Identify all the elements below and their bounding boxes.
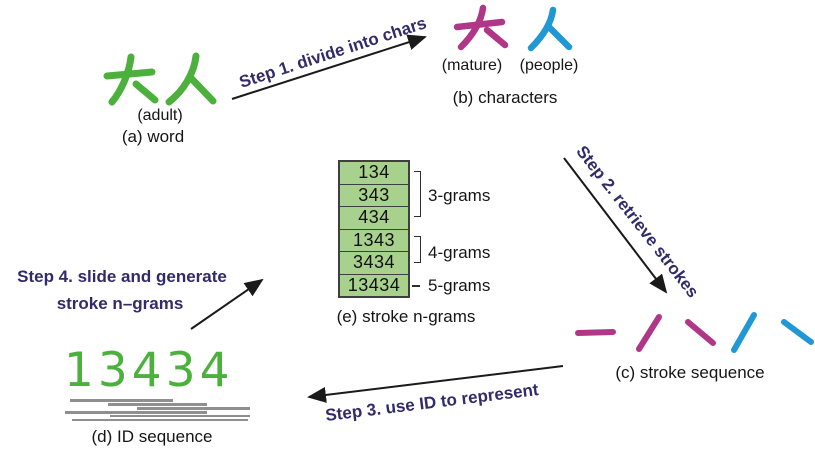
ngram-window-343-underline — [108, 403, 207, 406]
step4-arrow — [190, 278, 264, 330]
ngram-window-434-underline — [137, 407, 250, 410]
ngram-row-134: 134 — [340, 162, 408, 185]
characters-hanzi — [453, 4, 573, 52]
ngram-table: 134 343 434 1343 3434 13434 — [338, 160, 410, 298]
stroke-4-rising — [731, 312, 757, 353]
ngram-window-13434-underline — [72, 418, 248, 421]
stroke-1-horizontal — [575, 329, 616, 336]
da-na-stroke — [483, 26, 509, 49]
da-pie-stroke — [457, 4, 487, 51]
ngram-window-1343-underline — [65, 411, 207, 414]
stroke-sequence — [575, 312, 814, 353]
ngram-row-3434: 3434 — [340, 252, 408, 275]
ngram-row-343: 343 — [340, 185, 408, 207]
da-pie-stroke — [108, 53, 135, 106]
step4-label-line2: stroke n–grams — [56, 294, 184, 313]
hanzi-da-magenta — [453, 4, 509, 51]
ngram-row-434: 434 — [340, 207, 408, 230]
ren-pie-stroke — [165, 52, 200, 106]
character-gloss-mature: (mature) — [441, 57, 503, 74]
da-na-stroke — [132, 80, 159, 104]
bracket-3grams — [414, 171, 421, 217]
ren-pie-stroke — [527, 6, 557, 52]
id-sequence-digits: 13434 — [64, 343, 234, 398]
word-caption: (a) word — [121, 127, 185, 146]
group-label-3grams: 3-grams — [428, 186, 491, 205]
ren-na-stroke — [186, 73, 217, 105]
step2-label: Step 2. retrieve strokes — [572, 142, 703, 302]
id-sequence-caption: (d) ID sequence — [91, 427, 213, 446]
word-hanzi-adult — [103, 52, 217, 106]
group-label-5grams: 5-grams — [428, 276, 491, 295]
word-gloss: (adult) — [137, 107, 183, 124]
hanzi-ren-blue — [527, 6, 573, 52]
stroke-2-rising — [636, 314, 662, 352]
ngrams-caption: (e) stroke n-grams — [336, 307, 476, 326]
stroke-3-falling — [685, 319, 716, 346]
ngram-window-3434-underline — [110, 414, 250, 417]
step3-label: Step 3. use ID to represent — [324, 380, 540, 426]
group-label-4grams: 4-grams — [428, 243, 491, 262]
ngram-row-1343: 1343 — [340, 230, 408, 252]
hanzi-da-ren-green — [103, 52, 217, 106]
stroke-sequence-caption: (c) stroke sequence — [615, 363, 765, 382]
character-gloss-people: (people) — [519, 57, 579, 74]
dash-5grams — [412, 285, 420, 287]
ngram-row-13434: 13434 — [347, 274, 401, 295]
ren-na-stroke — [545, 23, 573, 51]
step4-label-line1: Step 4. slide and generate — [17, 267, 227, 286]
ngram-window-134-underline — [70, 399, 173, 402]
step1-label: Step 1. divide into chars — [236, 13, 429, 92]
characters-caption: (b) characters — [452, 88, 558, 107]
bracket-4grams — [414, 236, 421, 263]
stroke-5-falling — [781, 319, 814, 345]
